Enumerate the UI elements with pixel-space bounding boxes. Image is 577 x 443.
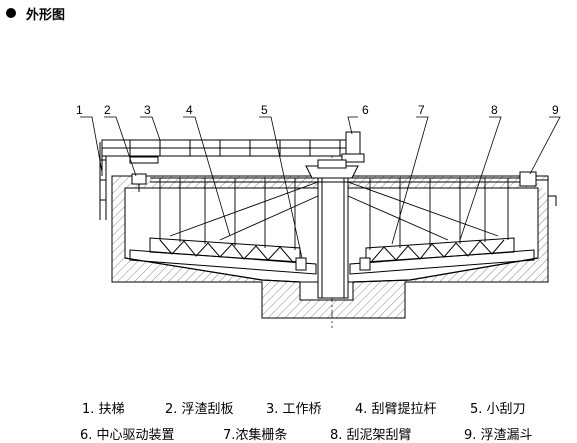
callout-9: 9 [552, 103, 559, 117]
legend-item-6: 6. 中心驱动装置 [80, 428, 175, 443]
callout-2: 2 [104, 103, 111, 117]
scum-hopper [519, 171, 557, 206]
rotating-arm-beam [150, 177, 520, 183]
legend-item-4: 4. 刮臂提拉杆 [355, 402, 437, 417]
heading-title: 外形图 [26, 7, 66, 23]
legend-item-1: 1. 扶梯 [82, 402, 125, 417]
legend-item-9: 9. 浮渣漏斗 [464, 428, 533, 443]
small-scrapers [295, 257, 371, 271]
legend-item-8: 8. 刮泥架刮臂 [330, 428, 412, 443]
callout-3: 3 [144, 103, 151, 117]
legend-item-3: 3. 工作桥 [266, 402, 322, 417]
working-bridge [101, 139, 355, 176]
arm-lifting-rods [169, 181, 499, 241]
callout-1: 1 [76, 103, 83, 117]
legend-item-5: 5. 小刮刀 [470, 402, 526, 417]
callout-leaders [80, 116, 561, 259]
callout-7: 7 [418, 103, 425, 117]
legend-item-2: 2. 浮渣刮板 [165, 402, 234, 417]
legend-item-7: 7.浓集栅条 [223, 428, 288, 443]
bullet-icon [6, 8, 16, 18]
center-column [317, 177, 349, 299]
scum-skimmer [131, 173, 147, 192]
callout-8: 8 [491, 103, 498, 117]
center-drive-unit [305, 131, 365, 179]
callout-6: 6 [362, 103, 369, 117]
section-heading: 外形图 [6, 3, 65, 23]
callout-4: 4 [186, 103, 193, 117]
callout-5: 5 [261, 103, 268, 117]
